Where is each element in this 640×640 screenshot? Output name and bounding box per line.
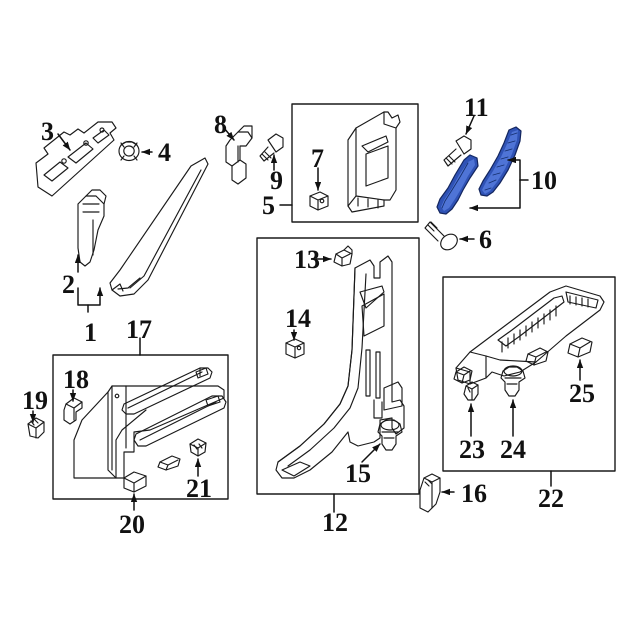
part-1-front-pillar-trim [109, 157, 209, 297]
callout-label-6: 6 [479, 225, 492, 254]
callout-label-24: 24 [500, 435, 526, 464]
callout-label-14: 14 [285, 304, 311, 333]
part-22-console-side-trim [455, 285, 605, 385]
part-19-side-clip [27, 417, 45, 439]
part-17-small-clip [157, 455, 181, 471]
part-20-sill-fastener [123, 471, 147, 493]
part-25-console-clip [567, 337, 593, 358]
part-10-right-shading [482, 130, 518, 194]
part-11-flange-bolt [443, 135, 472, 167]
callout-label-20: 20 [119, 510, 145, 539]
part-24-console-mushroom [500, 365, 526, 397]
callout-label-21: 21 [186, 474, 212, 503]
part-6-pan-head-screw [424, 221, 458, 251]
part-22-small-clip-a [453, 366, 473, 384]
part-8-mounting-bracket [225, 125, 253, 185]
callout-label-25: 25 [569, 379, 595, 408]
callout-label-18: 18 [63, 365, 89, 394]
part-10-left-detail [441, 154, 478, 209]
part-23-console-trim-clip [463, 381, 479, 401]
callout-label-3: 3 [41, 117, 54, 146]
part-16-corner-trim-cover [419, 473, 441, 513]
part-10-right-teeth [484, 132, 518, 191]
callout-label-10: 10 [531, 166, 557, 195]
part-3-reinforcement-bracket [35, 121, 117, 197]
part-22-small-clip-b [525, 347, 549, 366]
part-12-center-pillar-trim [275, 255, 405, 479]
box-5-border [291, 103, 419, 223]
part-15-mushroom-fastener [377, 419, 403, 451]
callout-label-12: 12 [322, 508, 348, 537]
callout-label-23: 23 [459, 435, 485, 464]
callout-label-5: 5 [262, 191, 275, 220]
callout-label-15: 15 [345, 459, 371, 488]
part-17-sill-cover-strip [133, 395, 227, 447]
box-12-border [256, 237, 420, 495]
part-13-wedge-clip [333, 245, 353, 267]
part-21-push-clip [189, 438, 207, 457]
part-5-quarter-trim-panel [347, 111, 401, 213]
callout-label-11: 11 [464, 93, 489, 122]
callout-label-8: 8 [214, 110, 227, 139]
callout-label-2: 2 [62, 270, 75, 299]
part-9-flange-bolt [259, 133, 284, 162]
callout-label-22: 22 [538, 484, 564, 513]
callout-label-1: 1 [84, 318, 97, 347]
part-10-left-shading [441, 159, 475, 211]
callout-label-7: 7 [311, 144, 324, 173]
part-7-retainer-clip [309, 191, 329, 211]
leader-lines [29, 115, 584, 513]
callout-label-17: 17 [126, 315, 152, 344]
callout-label-4: 4 [158, 138, 171, 167]
part-17-sill-scuff-plate [73, 385, 225, 479]
callout-label-16: 16 [461, 479, 487, 508]
part-4-grommet-nut [118, 140, 140, 162]
part-17-sill-trim-strip [121, 367, 213, 415]
part-18-sill-clip [63, 397, 83, 425]
callout-label-19: 19 [22, 386, 48, 415]
callout-label-13: 13 [294, 245, 320, 274]
callout-label-9: 9 [270, 166, 283, 195]
part-2-retainer-strip [77, 189, 107, 267]
